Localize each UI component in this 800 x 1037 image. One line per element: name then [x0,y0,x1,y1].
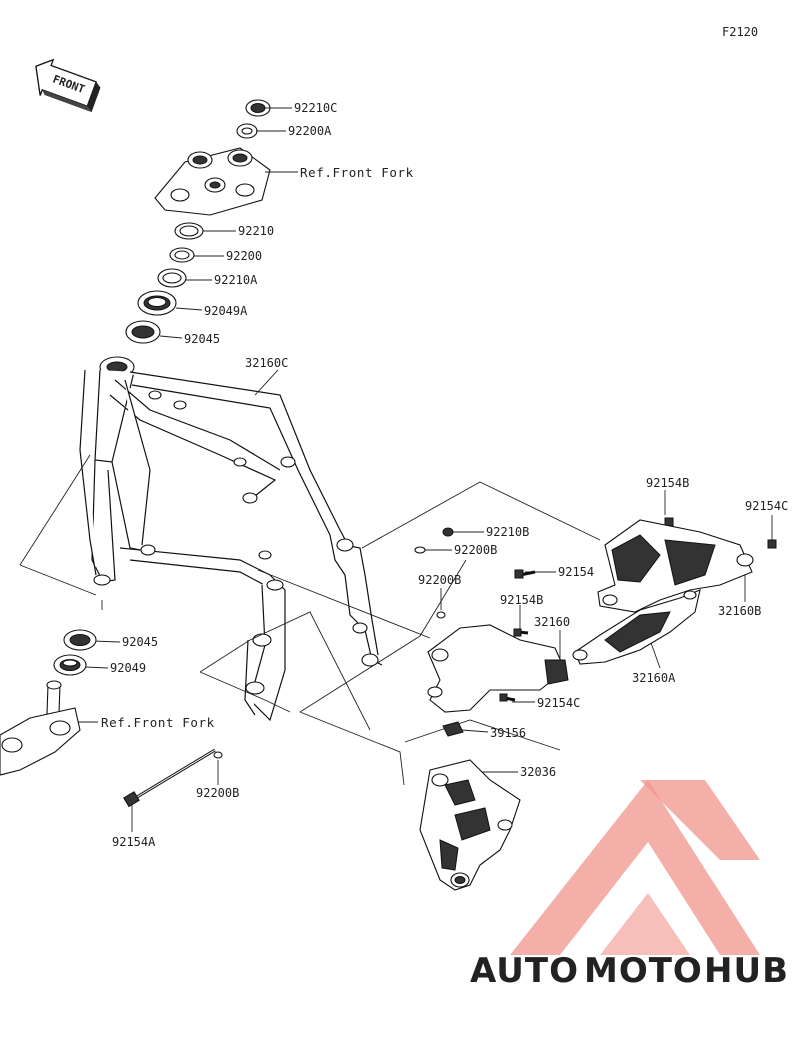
callout-92210B: 92210B [486,525,529,539]
bracket-32160A [572,589,701,665]
leader-lines [19,107,773,832]
callout-92045-low: 92045 [122,635,158,649]
bracket-32160 [427,624,569,713]
callout-labels: 92210C 92200A Ref.Front Fork 92210 92200… [101,101,788,849]
front-arrow-icon [35,58,101,113]
main-frame [79,356,383,722]
watermark-text-auto: AUTO [470,951,579,991]
callout-92200B-right: 92200B [454,543,497,557]
bolt-92154A [123,748,223,808]
callout-ref-front-fork-top: Ref.Front Fork [300,165,414,180]
callout-92045-top: 92045 [184,332,220,346]
callout-92210C: 92210C [294,101,337,115]
callout-92200B-mid: 92200B [418,573,461,587]
callout-39156: 39156 [490,726,526,740]
watermark-text-hub: HUB [704,951,789,991]
center-fasteners [414,517,777,702]
watermark-logo-icon [510,780,760,955]
watermark-text-moto: MOTO [584,951,703,991]
diagram-code: F2120 [722,25,758,39]
callout-92200A: 92200A [288,124,332,138]
callout-92200B-low: 92200B [196,786,239,800]
callout-92049A: 92049A [204,304,248,318]
callout-92200: 92200 [226,249,262,263]
callout-92049: 92049 [110,661,146,675]
lower-steering-parts [0,629,97,776]
label-plate-39156 [442,721,464,737]
callout-92154C-top: 92154C [745,499,788,513]
engine-bracket-32036 [419,759,521,891]
callout-32160A: 32160A [632,671,676,685]
callout-32160B: 32160B [718,604,761,618]
callout-92154B-top: 92154B [646,476,689,490]
callout-92154A: 92154A [112,835,156,849]
callout-ref-front-fork-low: Ref.Front Fork [101,715,215,730]
callout-92154B-mid: 92154B [500,593,543,607]
callout-32160: 32160 [534,615,570,629]
steering-stem-parts [125,99,271,344]
callout-92210A: 92210A [214,273,258,287]
callout-32160C: 32160C [245,356,288,370]
callout-92154: 92154 [558,565,594,579]
callout-32036: 32036 [520,765,556,779]
bracket-32160B [597,519,754,613]
callout-92154C-mid: 92154C [537,696,580,710]
callout-92210: 92210 [238,224,274,238]
